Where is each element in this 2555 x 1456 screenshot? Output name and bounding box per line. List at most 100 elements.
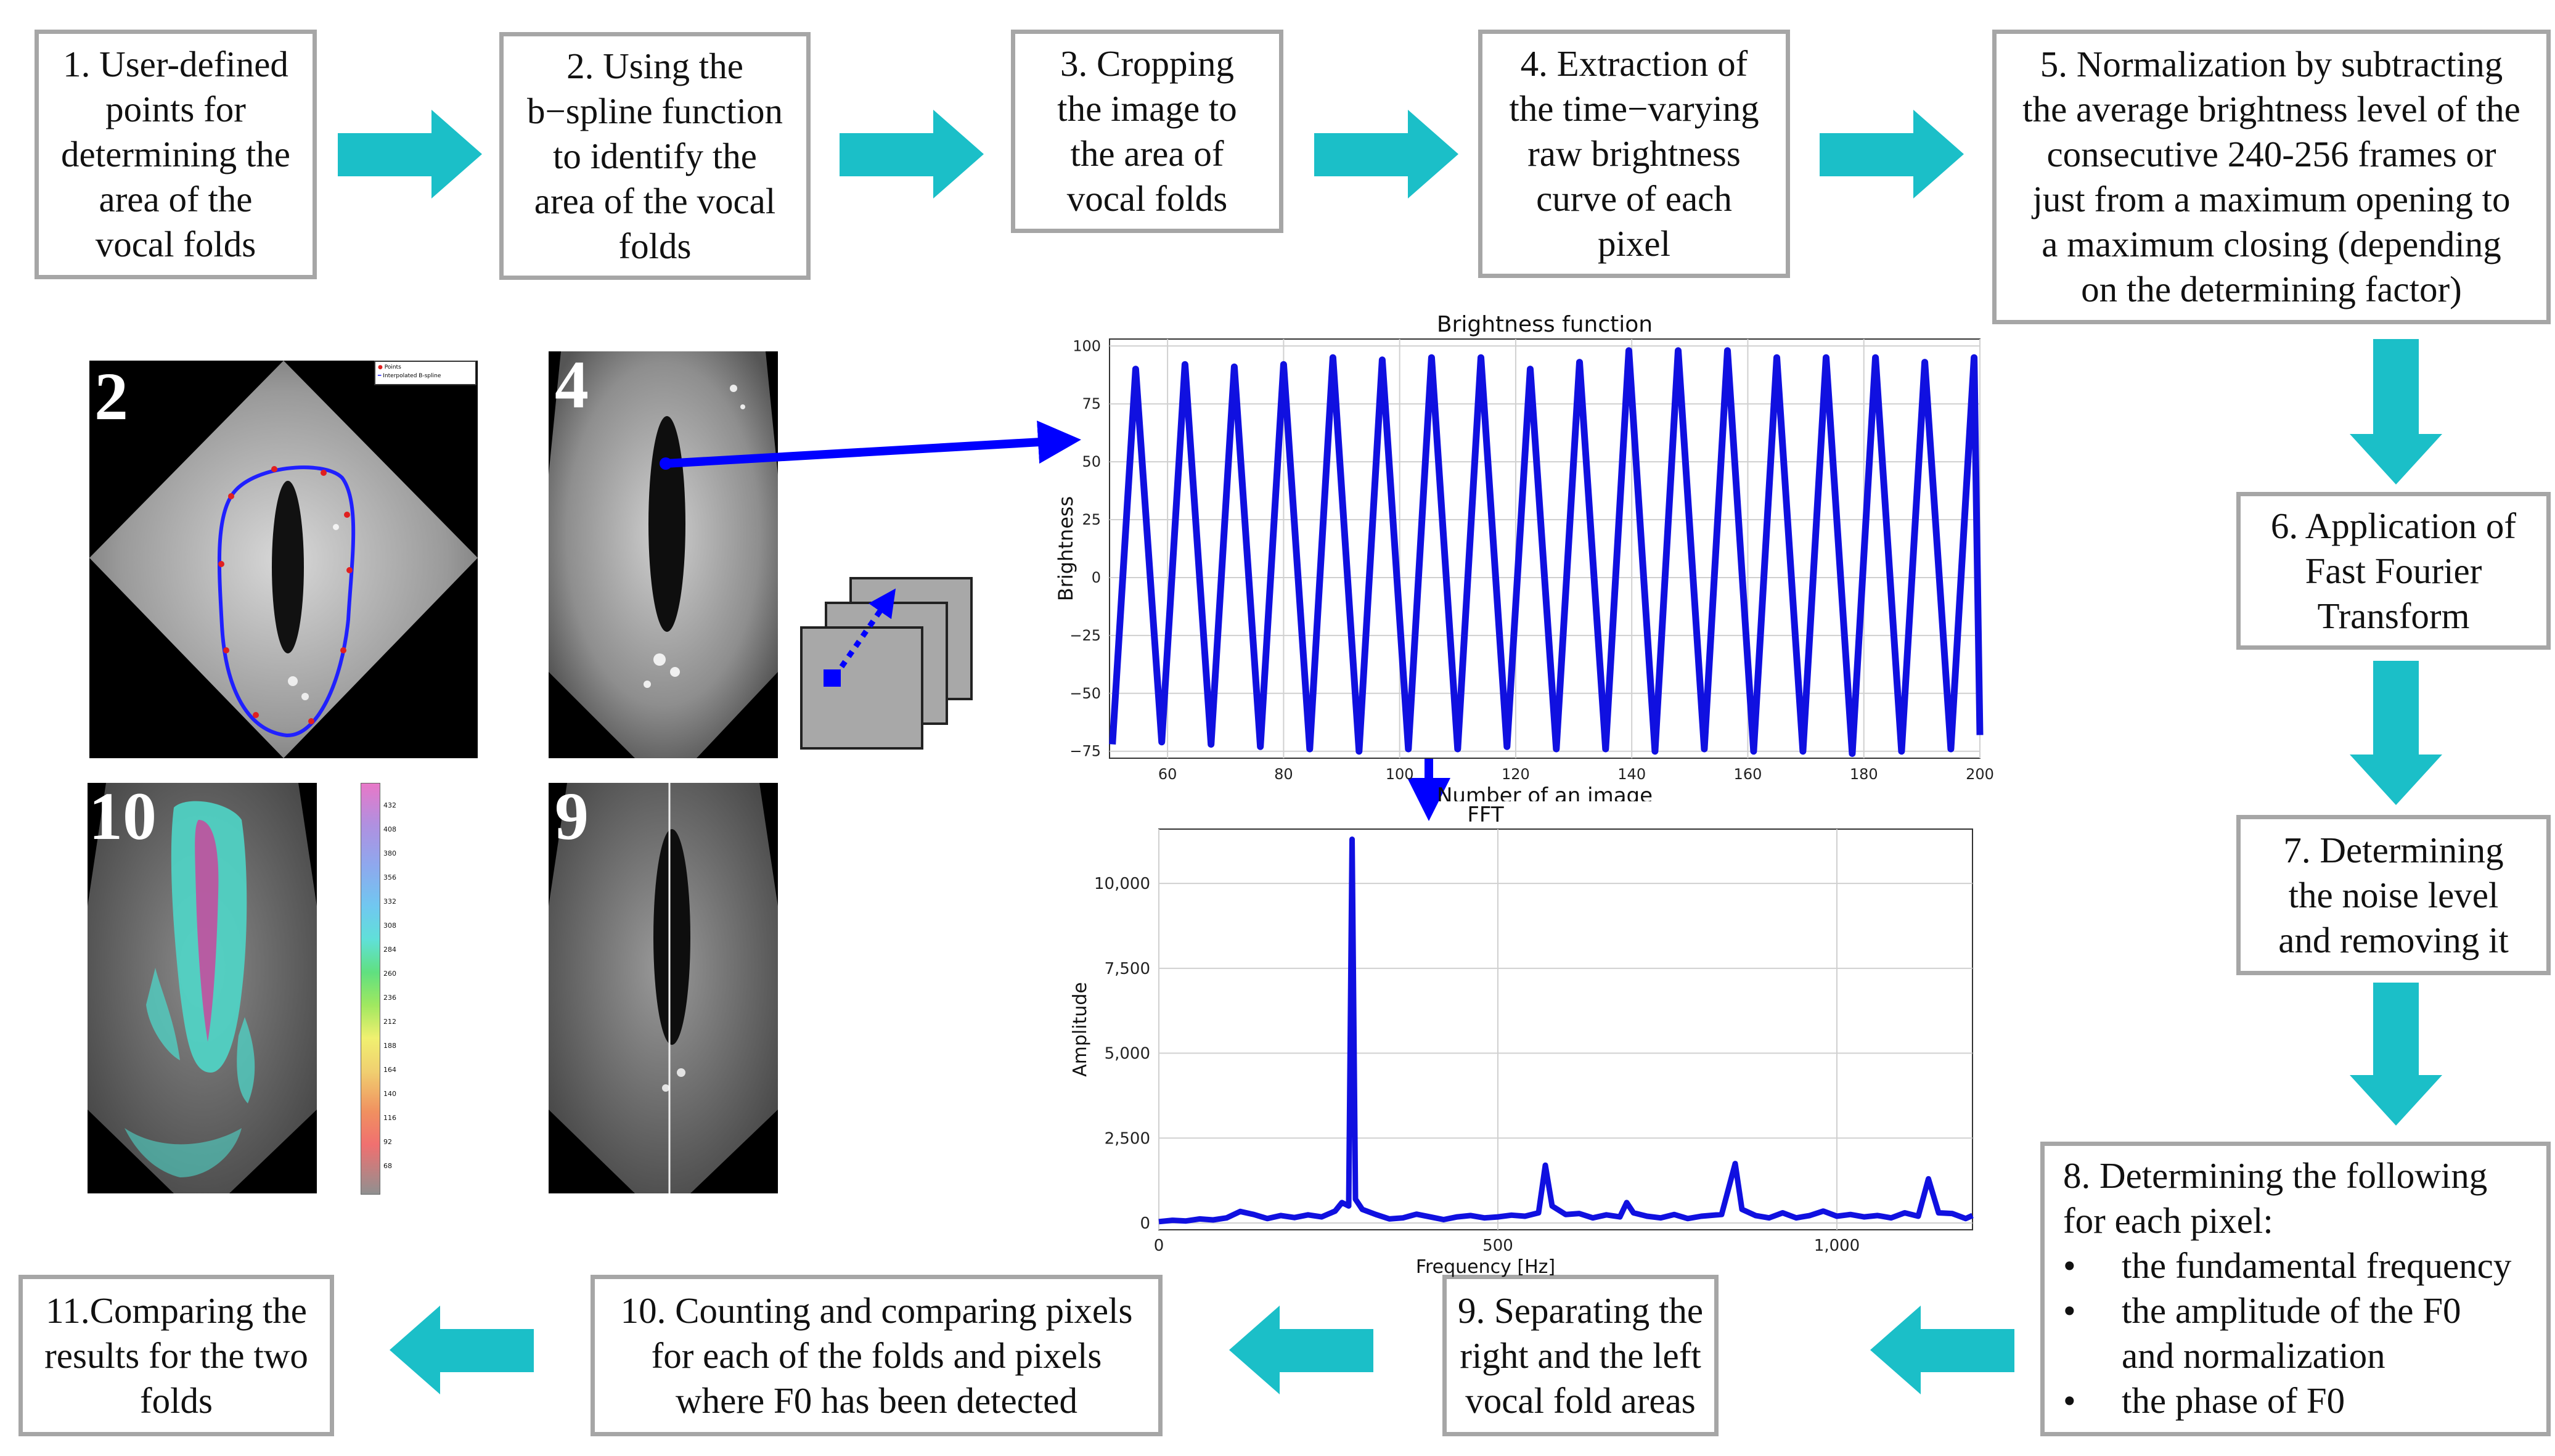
arrow-right-1 [338,110,482,198]
colorbar-tick: 212 [383,1018,396,1026]
image-9-panel: 9 [549,783,778,1193]
y-axis-label: Amplitude [1069,982,1091,1077]
bullet-dot: • [2063,1380,2076,1421]
step-10-line: 10. Counting and comparing pixels [620,1290,1133,1331]
bullet-text: the fundamental frequency [2122,1245,2512,1286]
step-5-line: the average brightness level of the [2022,89,2520,129]
x-tick-label: 80 [1274,766,1293,783]
step-7-line: 7. Determining [2283,829,2504,870]
step-3-line: the area of [1070,133,1224,174]
y-tick-label: 50 [1082,453,1101,470]
y-tick-label: 0 [1092,569,1101,586]
step-8-box: 8. Determining the following for each pi… [2040,1142,2551,1436]
step-1-line: points for [105,89,246,129]
x-tick-label: 60 [1158,766,1177,783]
step-4-line: curve of each [1536,178,1732,219]
step-3-line: 3. Cropping [1060,43,1234,84]
image-10-panel: 10 [88,783,317,1193]
x-tick-label: 0 [1154,1237,1164,1255]
y-tick-label: 2,500 [1105,1129,1150,1148]
frame-stack-icon [800,577,973,750]
legend-box: ● Points ━ Interpolated B-spline [374,361,476,385]
colorbar-tick: 236 [383,994,396,1002]
colorbar-tick: 284 [383,946,396,954]
legend-points: Points [384,364,401,370]
step-5-line: consecutive 240-256 frames or [2046,134,2496,174]
y-tick-label: 100 [1073,337,1101,354]
colorbar-tick: 140 [383,1090,396,1098]
step-2-line: folds [618,225,692,266]
image-4-label: 4 [555,351,589,422]
colorbar-tick: 432 [383,801,396,809]
image-4-panel: 4 [549,351,778,758]
chart-title: FFT [1467,803,1504,827]
step-11-line: results for the two [44,1335,308,1376]
step-5-line: a maximum closing (depending [2042,224,2501,264]
x-tick-label: 160 [1734,766,1762,783]
step-3-line: the image to [1057,88,1237,129]
x-tick-label: 120 [1502,766,1530,783]
legend-interpolated: Interpolated B-spline [383,373,441,379]
y-tick-label: 7,500 [1105,960,1150,978]
y-tick-label: 75 [1082,395,1101,412]
step-11-line: folds [140,1380,213,1421]
arrow-down-7 [2350,983,2442,1126]
bullet-dot: • [2063,1290,2076,1331]
step-2-line: b−spline function [526,90,783,131]
step-1-line: 1. User-defined [63,44,288,84]
x-tick-label: 1,000 [1814,1237,1860,1255]
arrow-right-4 [1820,110,1964,198]
step-11-line: 11.Comparing the [46,1290,307,1331]
arrow-down-6 [2350,661,2442,805]
x-axis-label: Frequency [Hz] [1416,1256,1555,1278]
brightness-series [1109,347,1984,757]
cropped-image [549,351,778,758]
colorbar-tick: 68 [383,1162,392,1170]
heatmap-image [88,783,317,1193]
step-9-line: 9. Separating the [1457,1290,1704,1331]
step-1-line: vocal folds [95,224,256,264]
plot-frame [1158,828,1973,1230]
spline-image [89,361,478,758]
colorbar-tick: 356 [383,873,396,881]
arrow-left-8 [1870,1306,2014,1394]
step-8-bullet: •the phase of F0 [2063,1378,2345,1423]
arrow-right-2 [840,110,984,198]
colorbar-tick: 260 [383,970,396,978]
y-tick-label: −50 [1069,685,1101,702]
colorbar-tick: 408 [383,825,396,833]
x-tick-label: 200 [1966,766,1994,783]
x-tick-label: 100 [1386,766,1414,783]
step-2-line: 2. Using the [566,45,743,86]
step-8-line: for each pixel: [2063,1200,2273,1241]
step-2-line: area of the vocal [534,180,776,221]
x-tick-label: 500 [1482,1237,1513,1255]
arrow-left-9 [1229,1306,1373,1394]
separated-image [549,783,778,1193]
step-9-line: vocal fold areas [1465,1380,1696,1421]
x-tick-label: 180 [1850,766,1878,783]
y-tick-label: −75 [1069,743,1101,760]
step-3-line: vocal folds [1066,178,1228,219]
step-9-line: right and the left [1460,1335,1701,1376]
step-4-line: the time−varying [1509,88,1759,129]
step-6-line: 6. Application of [2270,505,2517,546]
x-axis-label: Number of an image [1437,783,1653,801]
colorbar-tick: 164 [383,1066,396,1074]
